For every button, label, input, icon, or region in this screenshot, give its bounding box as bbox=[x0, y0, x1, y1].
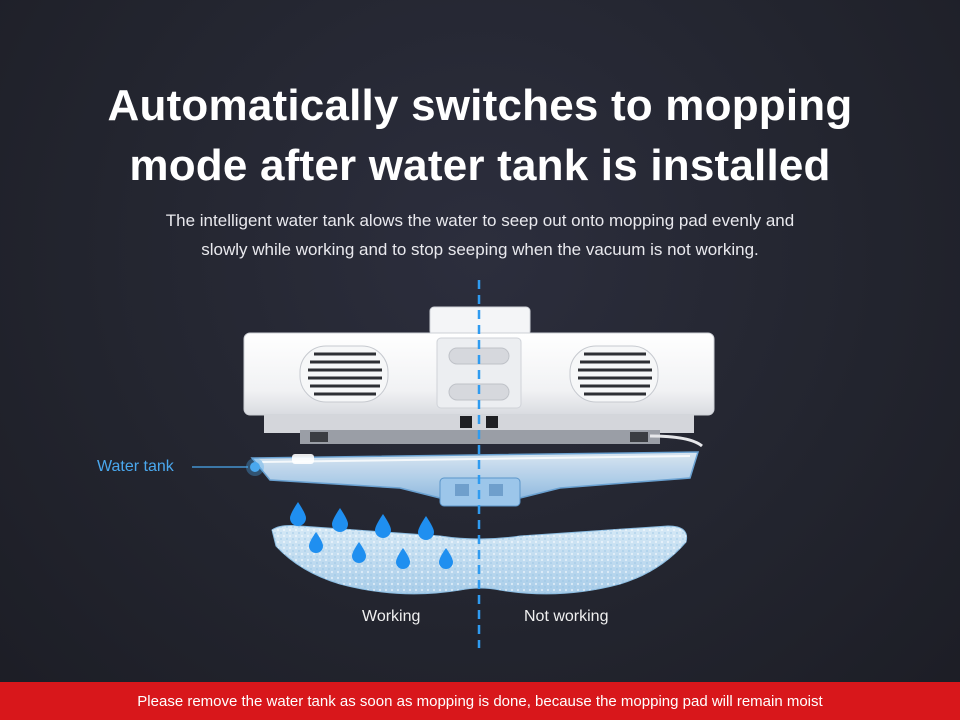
headline-line-2: mode after water tank is installed bbox=[129, 141, 831, 190]
description-line-1: The intelligent water tank alows the wat… bbox=[165, 211, 795, 230]
mopping-pad bbox=[271, 525, 688, 595]
product-illustration bbox=[192, 280, 715, 648]
headline-line-1: Automatically switches to mopping bbox=[107, 81, 853, 130]
headline: Automatically switches to mopping mode a… bbox=[0, 76, 960, 196]
not-working-label: Not working bbox=[524, 608, 609, 625]
water-tank-label: Water tank bbox=[97, 458, 174, 475]
notice-text: Please remove the water tank as soon as … bbox=[137, 692, 823, 710]
water-drop-icon bbox=[352, 542, 366, 563]
water-drop-icon bbox=[290, 502, 306, 526]
water-drop-icon bbox=[418, 516, 434, 540]
description-line-2: slowly while working and to stop seeping… bbox=[201, 240, 759, 259]
water-tank bbox=[250, 451, 700, 507]
water-drop-icon bbox=[375, 514, 391, 538]
water-drops bbox=[290, 502, 453, 569]
left-vent-icon bbox=[299, 345, 389, 403]
right-vent-icon bbox=[569, 345, 659, 403]
working-label: Working bbox=[362, 608, 421, 625]
water-drop-icon bbox=[396, 548, 410, 569]
description: The intelligent water tank alows the wat… bbox=[100, 206, 860, 264]
water-drop-icon bbox=[439, 548, 453, 569]
notice-bar: Please remove the water tank as soon as … bbox=[0, 682, 960, 720]
water-drop-icon bbox=[309, 532, 323, 553]
water-drop-icon bbox=[332, 508, 348, 532]
